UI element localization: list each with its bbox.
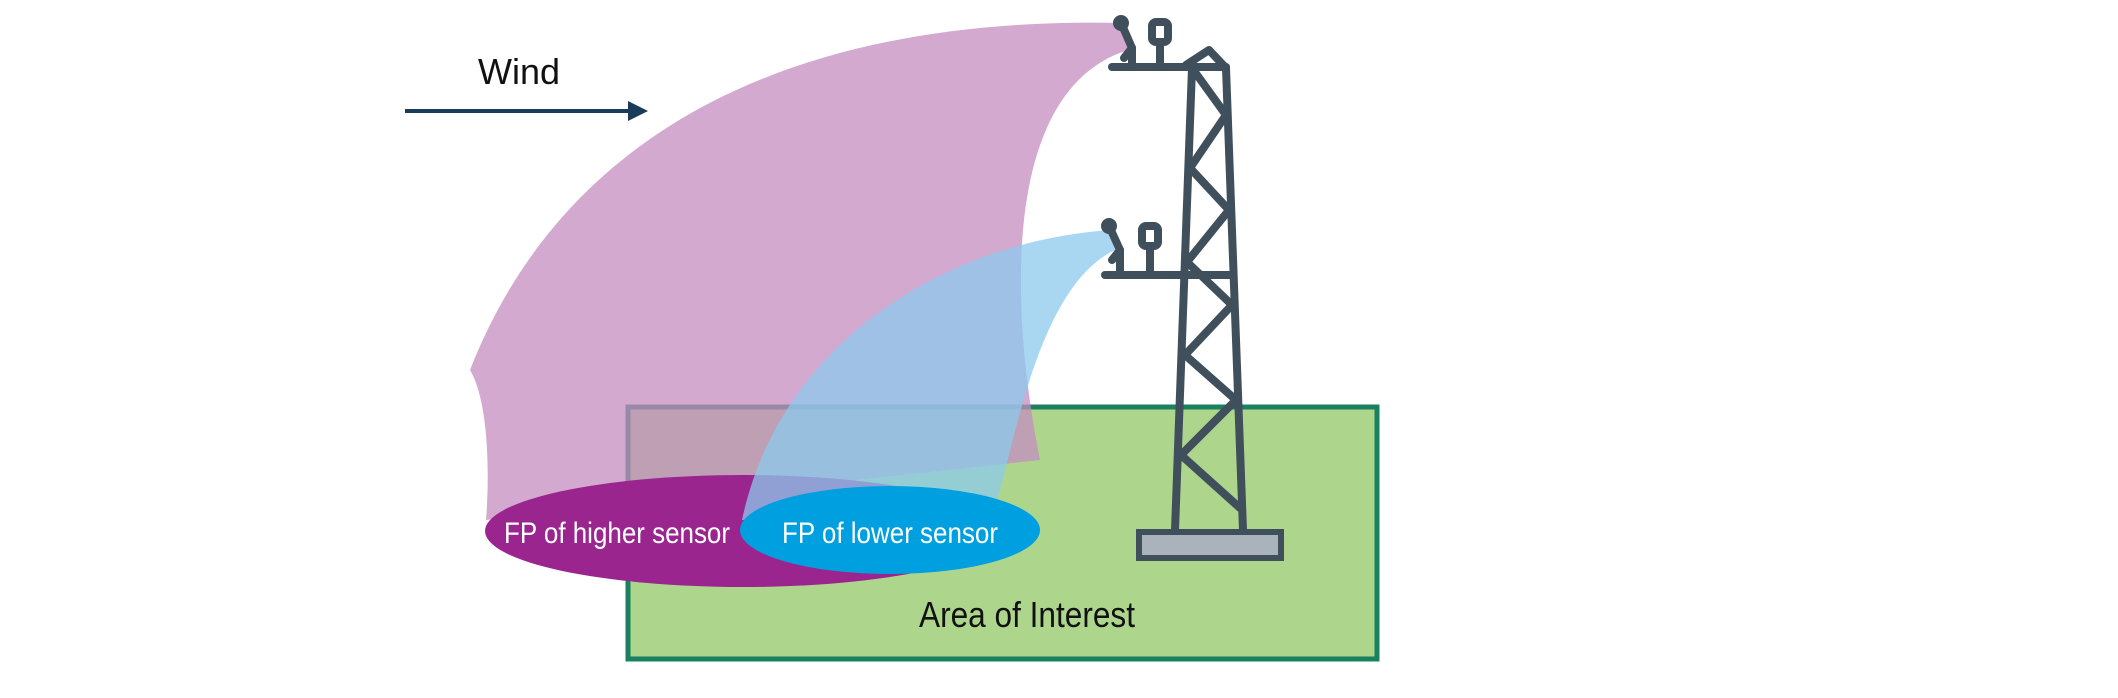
higher-footprint-label: FP of higher sensor [504,517,730,550]
sensor-icon [1101,218,1162,279]
area-of-interest-label: Area of Interest [919,594,1135,635]
lower-footprint-label: FP of lower sensor [782,517,998,550]
wind-label: Wind [478,51,560,92]
arrow-right-icon [405,101,648,121]
tower-base [1136,529,1284,561]
lattice-tower-icon [1101,46,1247,534]
lower-sensor-footprint [740,486,1040,574]
sensor-icon [1113,15,1172,71]
lower-sensor-plume [742,230,1115,520]
